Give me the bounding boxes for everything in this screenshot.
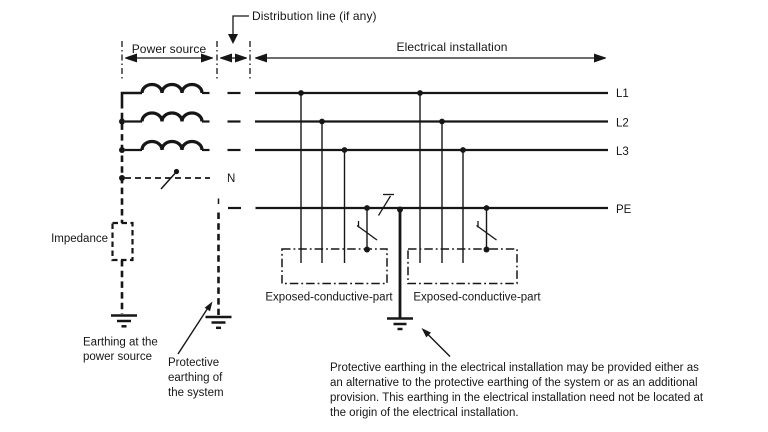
terminal-circle-l3-a (213, 146, 221, 154)
power-source-label: Power source (132, 42, 207, 56)
junction-dot (341, 147, 348, 153)
pe-link-slash-icon (377, 195, 392, 216)
terminal-circle-l2-b (247, 117, 255, 126)
pointer-line (177, 305, 211, 355)
pointer-line (425, 331, 451, 357)
note-line-2: an alternative to the protective earthin… (330, 377, 698, 389)
earth-symbol-installation (387, 317, 413, 331)
label-l2: L2 (616, 118, 629, 130)
winding-l2-icon (140, 111, 204, 122)
label-n: N (227, 173, 235, 185)
protective-earthing-label-2: earthing of (168, 372, 223, 384)
terminal-circle-l3-b (247, 146, 255, 154)
protective-earthing-label-3: the system (168, 387, 224, 399)
impedance-symbol (111, 221, 134, 262)
group2-link-slash-icon (476, 224, 497, 241)
note-line-3: provision. This earthing in the electric… (330, 392, 704, 404)
terminal-circle-l1-b (247, 89, 255, 97)
terminal-circle-l2-a (213, 117, 221, 126)
link-marks (356, 193, 497, 241)
winding-l1-icon (140, 82, 204, 94)
exposed-part-label-1: Exposed-conductive-part (265, 292, 393, 304)
junction-dot (439, 118, 445, 125)
impedance-label: Impedance (51, 233, 108, 245)
bus-conductors (255, 91, 608, 210)
pointer-head (204, 301, 213, 312)
source-star-point-conductor (111, 102, 134, 314)
earthing-power-source-label-1: Earthing at the (83, 337, 158, 349)
earth-symbol-power-source (111, 314, 137, 328)
terminals (202, 89, 256, 212)
junction-dot (298, 90, 304, 96)
junction-dot (460, 147, 466, 153)
neutral-switch-dot (173, 168, 180, 175)
installation-drops (300, 93, 488, 263)
installation-earthing-pointer-arrow (421, 328, 451, 357)
junction-dots (298, 90, 490, 253)
down-arrow-icon (228, 34, 238, 44)
junction-dot (364, 205, 370, 211)
terminal-circle-l1-a (213, 89, 221, 97)
junction-dot (119, 118, 125, 125)
distribution-line-leader (232, 15, 249, 35)
junction-dot (483, 205, 490, 211)
note-line-4: the origin of the electrical installatio… (330, 407, 519, 419)
electrical-installation-label: Electrical installation (396, 40, 507, 54)
label-l3: L3 (616, 146, 629, 158)
exposed-part-label-2: Exposed-conductive-part (413, 292, 541, 304)
earth-symbol-system (205, 315, 232, 330)
junction-dot (417, 90, 423, 96)
junction-dot (119, 147, 125, 153)
exposed-part-box-2 (407, 248, 518, 285)
source-windings (120, 82, 204, 152)
terminal-circle-n (213, 174, 221, 182)
label-pe: PE (616, 204, 632, 216)
protective-earthing-pointer-arrow (177, 301, 213, 355)
label-l1: L1 (616, 88, 629, 100)
group1-link-slash-icon (356, 224, 378, 241)
neutral-row (125, 168, 210, 190)
distribution-line-callout: Distribution line (if any) (228, 9, 377, 44)
exposed-part-box-1 (281, 248, 388, 285)
distribution-line-label: Distribution line (if any) (252, 9, 377, 23)
pointer-head (421, 328, 431, 338)
protective-earthing-label-1: Protective (168, 357, 219, 369)
winding-l1-lead (120, 91, 142, 102)
terminal-circle-pe-b (247, 204, 256, 212)
exposed-part-boxes (281, 248, 518, 285)
note-paragraph: Protective earthing in the electrical in… (330, 362, 704, 419)
earthing-power-source-label-2: power source (83, 351, 152, 363)
winding-l3-icon (140, 139, 204, 151)
terminal-circle-pe-a (214, 204, 223, 212)
junction-dot (119, 175, 125, 181)
note-line-1: Protective earthing in the electrical in… (330, 362, 699, 374)
junction-dot (319, 118, 325, 125)
